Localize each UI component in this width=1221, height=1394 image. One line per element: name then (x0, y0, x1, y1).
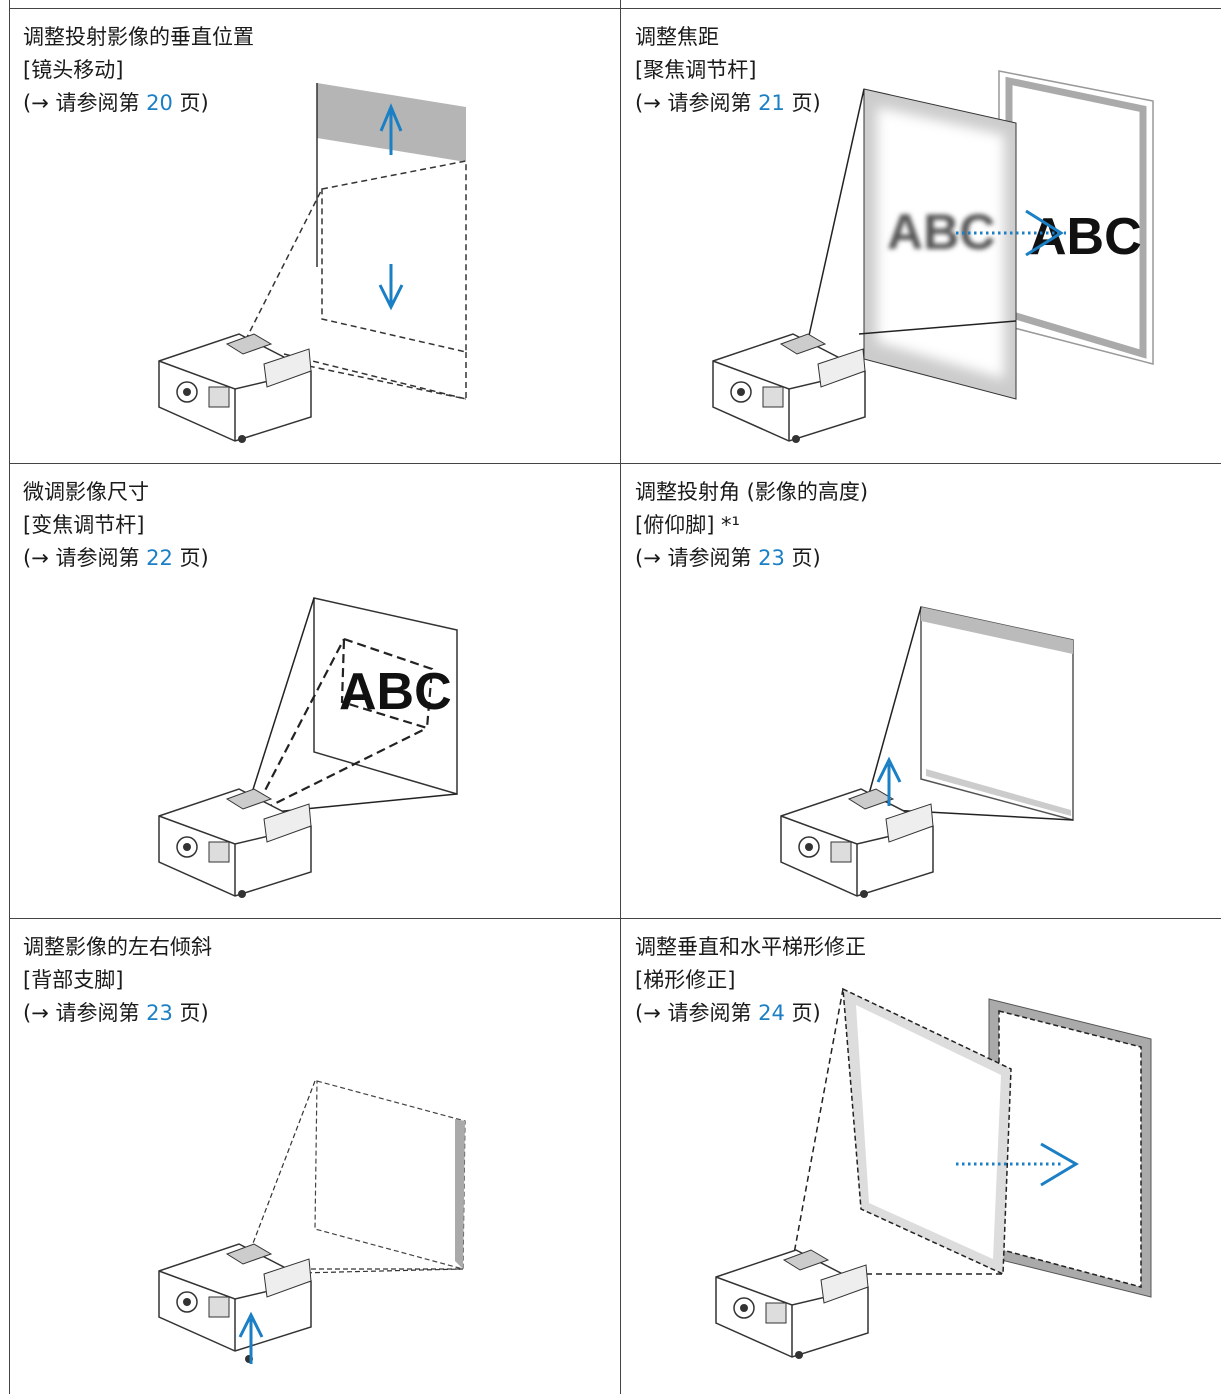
projector-icon (712, 333, 866, 443)
projector-icon (158, 788, 312, 898)
focus-illustration: ABC ABC (712, 70, 1154, 443)
cell-tool: [梯形修正] (635, 968, 736, 992)
page-link[interactable]: 24 (758, 1001, 785, 1025)
cell-reference: (→ 请参阅第 20 页) (23, 87, 254, 120)
cell-title: 调整投射角 (影像的高度) (635, 480, 869, 504)
cell-reference: (→ 请参阅第 23 页) (23, 997, 212, 1030)
table-divider-row-1 (9, 463, 1221, 464)
cell-tool: [镜头移动] (23, 58, 124, 82)
cell-focus: 调整焦距 [聚焦调节杆] (→ 请参阅第 21 页) ABC ABC (621, 9, 1221, 464)
lens-shift-illustration (158, 83, 467, 443)
ref-prefix: (→ 请参阅第 (23, 546, 147, 570)
cell-title: 微调影像尺寸 (23, 480, 149, 504)
ref-prefix: (→ 请参阅第 (635, 1001, 759, 1025)
ref-suffix: 页) (784, 91, 821, 115)
cell-title: 调整影像的左右倾斜 (23, 935, 212, 959)
table-divider-vertical (620, 0, 621, 1394)
cell-tilt-foot: 调整投射角 (影像的高度) [俯仰脚] *¹ (→ 请参阅第 23 页) (621, 464, 1221, 919)
cell-caption: 微调影像尺寸 [变焦调节杆] (→ 请参阅第 22 页) (23, 476, 209, 575)
cell-reference: (→ 请参阅第 23 页) (635, 542, 868, 575)
cell-caption: 调整影像的左右倾斜 [背部支脚] (→ 请参阅第 23 页) (23, 931, 212, 1030)
cell-rear-foot: 调整影像的左右倾斜 [背部支脚] (→ 请参阅第 23 页) (9, 919, 609, 1374)
ref-prefix: (→ 请参阅第 (635, 546, 759, 570)
ref-suffix: 页) (172, 91, 209, 115)
cell-title: 调整投射影像的垂直位置 (23, 25, 254, 49)
page-link[interactable]: 23 (146, 1001, 173, 1025)
adjustment-table: 调整投射影像的垂直位置 [镜头移动] (→ 请参阅第 20 页) (9, 0, 1221, 1394)
keystone-illustration (715, 987, 1152, 1359)
zoom-illustration: ABC (158, 597, 458, 898)
cell-caption: 调整垂直和水平梯形修正 [梯形修正] (→ 请参阅第 24 页) (635, 931, 866, 1030)
table-divider-row-2 (9, 918, 1221, 919)
abc-sharp-text: ABC (1029, 208, 1142, 266)
page-link[interactable]: 23 (758, 546, 785, 570)
page-link[interactable]: 22 (146, 546, 173, 570)
cell-title: 调整垂直和水平梯形修正 (635, 935, 866, 959)
cell-title: 调整焦距 (635, 25, 719, 49)
projector-icon (158, 1243, 312, 1363)
abc-text: ABC (339, 663, 452, 721)
cell-reference: (→ 请参阅第 21 页) (635, 87, 821, 120)
cell-tool: [聚焦调节杆] (635, 58, 757, 82)
cell-zoom: 微调影像尺寸 [变焦调节杆] (→ 请参阅第 22 页) ABC (9, 464, 609, 919)
projector-icon (780, 788, 934, 898)
abc-blurred-text: ABC (887, 204, 995, 260)
cell-lens-shift: 调整投射影像的垂直位置 [镜头移动] (→ 请参阅第 20 页) (9, 9, 609, 464)
ref-suffix: 页) (172, 1001, 209, 1025)
table-border-top (9, 8, 1221, 9)
table-border-left (9, 0, 10, 1394)
cell-tool: [俯仰脚] *¹ (635, 513, 740, 537)
cell-reference: (→ 请参阅第 24 页) (635, 997, 866, 1030)
tilt-foot-illustration (780, 606, 1074, 898)
cell-caption: 调整投射影像的垂直位置 [镜头移动] (→ 请参阅第 20 页) (23, 21, 254, 120)
projector-icon (158, 333, 312, 443)
projector-icon (715, 1249, 869, 1359)
rear-foot-illustration (158, 1080, 466, 1364)
ref-prefix: (→ 请参阅第 (23, 91, 147, 115)
ref-prefix: (→ 请参阅第 (23, 1001, 147, 1025)
cell-keystone: 调整垂直和水平梯形修正 [梯形修正] (→ 请参阅第 24 页) (621, 919, 1221, 1374)
ref-suffix: 页) (784, 1001, 821, 1025)
cell-caption: 调整投射角 (影像的高度) [俯仰脚] *¹ (→ 请参阅第 23 页) (635, 476, 868, 575)
ref-prefix: (→ 请参阅第 (635, 91, 759, 115)
cell-tool: [变焦调节杆] (23, 513, 145, 537)
cell-reference: (→ 请参阅第 22 页) (23, 542, 209, 575)
cell-caption: 调整焦距 [聚焦调节杆] (→ 请参阅第 21 页) (635, 21, 821, 120)
cell-tool: [背部支脚] (23, 968, 124, 992)
page-link[interactable]: 21 (758, 91, 785, 115)
ref-suffix: 页) (172, 546, 209, 570)
ref-suffix: 页) (784, 546, 821, 570)
page-link[interactable]: 20 (146, 91, 173, 115)
